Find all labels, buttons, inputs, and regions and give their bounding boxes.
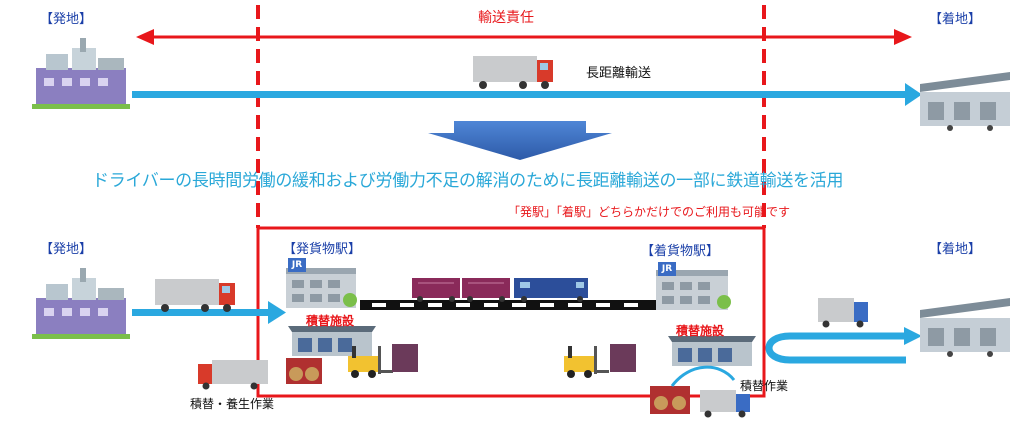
origin-label: 【発地】 (40, 12, 93, 27)
responsibility-dashed-lines (256, 5, 766, 228)
responsibility-label: 輸送責任 (478, 10, 534, 26)
freight-train-icon (412, 278, 588, 302)
transfer-facility-label-left: 積替施設 (306, 314, 355, 328)
transfer-facility-label-right: 積替施設 (676, 324, 725, 338)
station-building-icon (656, 270, 731, 310)
delivery-arrow (765, 327, 922, 364)
origin-label-bottom: 【発地】 (40, 242, 93, 257)
rail-track (360, 300, 656, 310)
cargo-boxes-icon (650, 386, 690, 414)
responsibility-double-arrow (136, 29, 912, 45)
origin-station-label: 【発貨物駅】 (283, 242, 362, 257)
cargo-box-icon (392, 344, 418, 372)
destination-label-bottom: 【着地】 (929, 242, 982, 257)
availability-note: 「発駅」「着駅」どちらかだけでのご利用も可能です (508, 205, 791, 219)
truck-icon (155, 279, 235, 312)
transfer-facility-icon (668, 336, 756, 366)
forklift-icon (348, 346, 393, 378)
truck-icon (818, 298, 868, 328)
truck-icon (198, 360, 268, 390)
truck-icon (700, 390, 750, 418)
transfer-facility-icon (288, 326, 376, 356)
dest-station-label: 【着貨物駅】 (641, 244, 720, 259)
factory-icon (32, 268, 130, 339)
transfer-curve-arrow (670, 365, 736, 387)
jr-logo: JR (658, 262, 676, 276)
warehouse-icon (920, 298, 1010, 357)
cargo-boxes-icon (286, 358, 322, 384)
cargo-box-icon (610, 344, 636, 372)
warehouse-icon (920, 72, 1010, 131)
top-transport-arrow (132, 83, 922, 106)
destination-label: 【着地】 (929, 12, 982, 27)
transfer-work-label: 積替作業 (740, 379, 789, 393)
long-distance-label: 長距離輸送 (586, 66, 652, 81)
factory-icon (32, 38, 130, 109)
truck-icon (473, 56, 553, 89)
transfer-packing-work-label: 積替・養生作業 (190, 397, 275, 411)
down-arrow (428, 121, 612, 160)
station-building-icon (286, 268, 357, 308)
headline: ドライバーの長時間労働の緩和および労働力不足の解消のために長距離輸送の一部に鉄道… (92, 171, 844, 191)
pickup-arrow (132, 301, 286, 324)
jr-logo: JR (288, 258, 306, 272)
forklift-icon (564, 346, 609, 378)
